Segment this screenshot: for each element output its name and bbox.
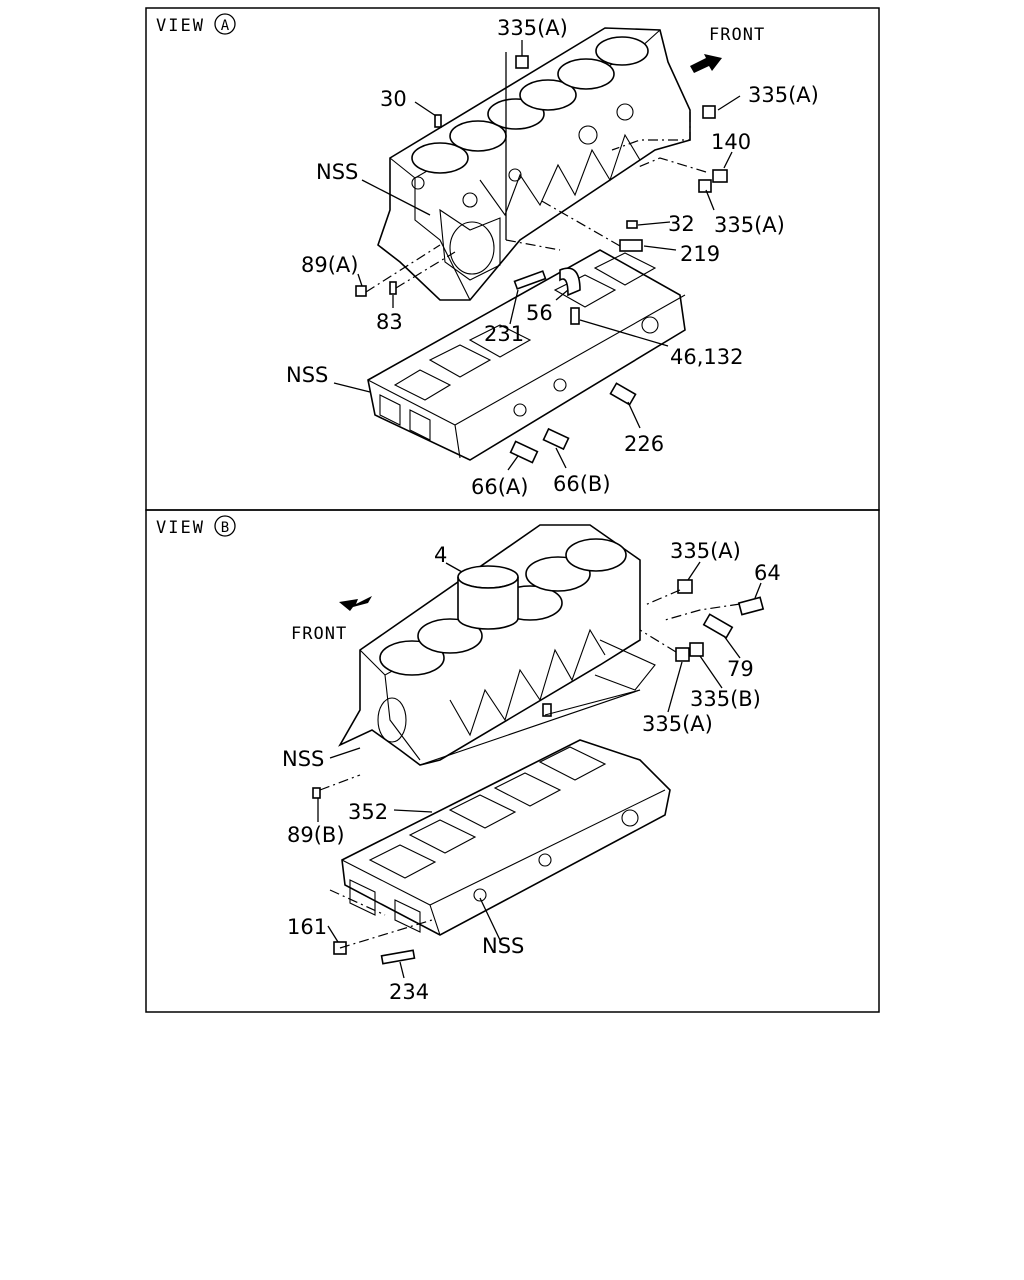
callout-a-30: 30: [380, 87, 407, 111]
plug-335a-b1: [677, 579, 693, 594]
front-arrow-a: [690, 54, 722, 73]
callout-a-140: 140: [711, 130, 751, 154]
cylinder-block-a: [377, 27, 691, 301]
callout-b-335b: 335(B): [690, 687, 761, 711]
plug-89a: [355, 285, 367, 297]
plug-335a-3: [698, 179, 712, 193]
bolt-66b: [542, 427, 570, 451]
callout-a-335a-top: 335(A): [497, 16, 568, 40]
callout-b-161: 161: [287, 915, 327, 939]
plug-335a-2: [702, 105, 716, 119]
callout-a-83: 83: [376, 310, 403, 334]
callout-b-79: 79: [727, 657, 754, 681]
plug-219: [619, 239, 643, 252]
panel-view-b: VIEW B FRONT: [145, 509, 880, 1013]
bolt-46-132: [570, 307, 580, 325]
view-a-letter: A: [221, 18, 230, 34]
bed-plate-b: [341, 739, 671, 936]
bolt-66a: [509, 440, 539, 464]
callout-a-89a: 89(A): [301, 253, 358, 277]
front-label-b: FRONT: [291, 624, 347, 644]
callout-b-234: 234: [389, 980, 429, 1004]
leaders-a: [333, 40, 741, 471]
bolt-140: [712, 169, 728, 183]
callout-b-64: 64: [754, 561, 781, 585]
sensor-79: [702, 613, 734, 639]
plug-335a-b2: [675, 647, 690, 662]
view-a-badge: [214, 13, 236, 35]
panel-b-frame: [145, 509, 880, 1013]
callout-b-nss-upper: NSS: [282, 747, 324, 771]
callout-b-89b: 89(B): [287, 823, 345, 847]
plug-89b: [312, 787, 321, 799]
panel-view-a: VIEW A FRONT: [145, 7, 880, 511]
pin-83: [389, 281, 397, 295]
bolt-64: [737, 596, 765, 616]
front-label-a: FRONT: [709, 25, 765, 45]
stud-231: [513, 270, 547, 290]
callout-a-219: 219: [680, 242, 720, 266]
callout-b-335a-top: 335(A): [670, 539, 741, 563]
front-arrow-b: [339, 596, 372, 611]
view-b-letter: B: [221, 520, 229, 536]
callout-b-352: 352: [348, 800, 388, 824]
jet-56: [559, 267, 581, 297]
callout-a-231: 231: [484, 322, 524, 346]
callout-a-226: 226: [624, 432, 664, 456]
pin-30: [434, 114, 442, 128]
callout-b-nss-lower: NSS: [482, 934, 524, 958]
view-b-badge: [214, 515, 236, 537]
stud-234: [380, 949, 416, 965]
view-a-label: VIEW: [156, 16, 205, 36]
callout-a-66b: 66(B): [553, 472, 611, 496]
cylinder-liner-4: [457, 565, 519, 630]
callout-a-335a-right: 335(A): [748, 83, 819, 107]
view-b-label: VIEW: [156, 518, 205, 538]
callout-a-nss-upper: NSS: [316, 160, 358, 184]
cylinder-block-b: [338, 524, 656, 766]
callout-b-335a-lower: 335(A): [642, 712, 713, 736]
sensor-226: [609, 382, 637, 406]
key-32: [626, 220, 638, 229]
plug-335b: [689, 642, 704, 657]
callout-a-46-132: 46,132: [670, 345, 743, 369]
leaders-b: [317, 561, 762, 979]
callout-a-nss-lower: NSS: [286, 363, 328, 387]
callout-b-4: 4: [434, 543, 447, 567]
small-parts-a: [355, 55, 728, 464]
callout-a-66a: 66(A): [471, 475, 528, 499]
jet-352: [542, 703, 552, 717]
callout-a-335a-lower: 335(A): [714, 213, 785, 237]
bed-plate-a: [367, 249, 686, 461]
callout-a-32: 32: [668, 212, 695, 236]
plug-335a-1: [515, 55, 529, 69]
callout-a-56: 56: [526, 301, 553, 325]
